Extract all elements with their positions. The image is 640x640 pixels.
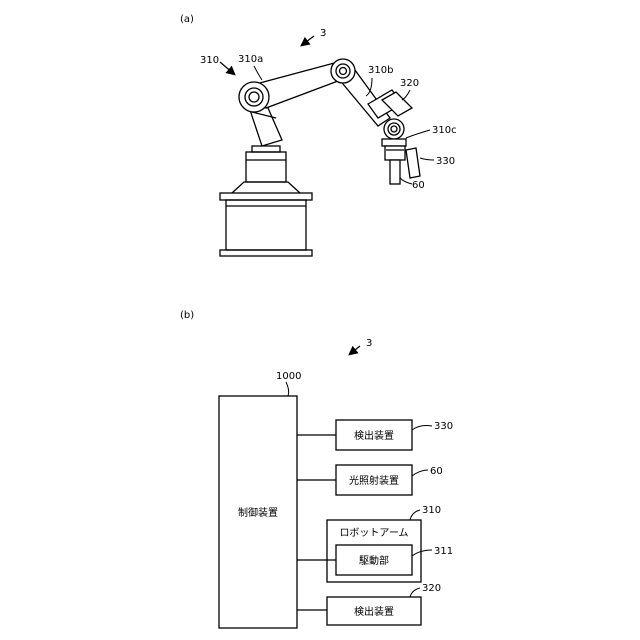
joint-c-label: 310c: [432, 125, 457, 136]
panel-a-tag: (a): [180, 14, 194, 25]
light-label-a: 60: [412, 180, 425, 191]
detector-330-ref: 330: [434, 421, 453, 432]
sensor-320-label: 320: [400, 78, 419, 89]
joint-a-label: 310a: [238, 54, 263, 65]
system-ref-b: 3: [366, 338, 372, 349]
robot-arm-label: ロボットアーム: [339, 527, 408, 539]
detector-320-ref: 320: [422, 583, 441, 594]
arm-ref: 310: [200, 55, 219, 66]
light-60-ref: 60: [430, 466, 443, 477]
panel-b: (b) 3 1000 制御装置 検出装置 330 光照射装置 60 ロボットアー…: [180, 310, 453, 628]
sensor-320: [368, 90, 412, 118]
joint-b-label: 310b: [368, 65, 393, 76]
connectors: [297, 435, 336, 610]
drive-311-ref: 311: [434, 546, 453, 557]
system-ref-a: 3: [320, 28, 326, 39]
sensor-330: [406, 148, 420, 178]
panel-b-tag: (b): [180, 310, 194, 321]
drive-311-label: 駆動部: [359, 554, 389, 567]
end-effector: [382, 139, 406, 184]
detector-330-label: 検出装置: [354, 429, 394, 442]
robot-base: [220, 146, 312, 256]
sensor-330-label: 330: [436, 156, 455, 167]
joint-310b: [331, 59, 355, 83]
controller-ref: 1000: [276, 371, 301, 382]
detector-320-label: 検出装置: [354, 605, 394, 618]
robot-arm-ref: 310: [422, 505, 441, 516]
joint-310c: [384, 119, 404, 139]
joint-310a: [239, 82, 269, 112]
panel-a: (a) 3 310: [180, 14, 457, 256]
light-60-label: 光照射装置: [349, 474, 399, 487]
controller-label: 制御装置: [238, 506, 278, 519]
